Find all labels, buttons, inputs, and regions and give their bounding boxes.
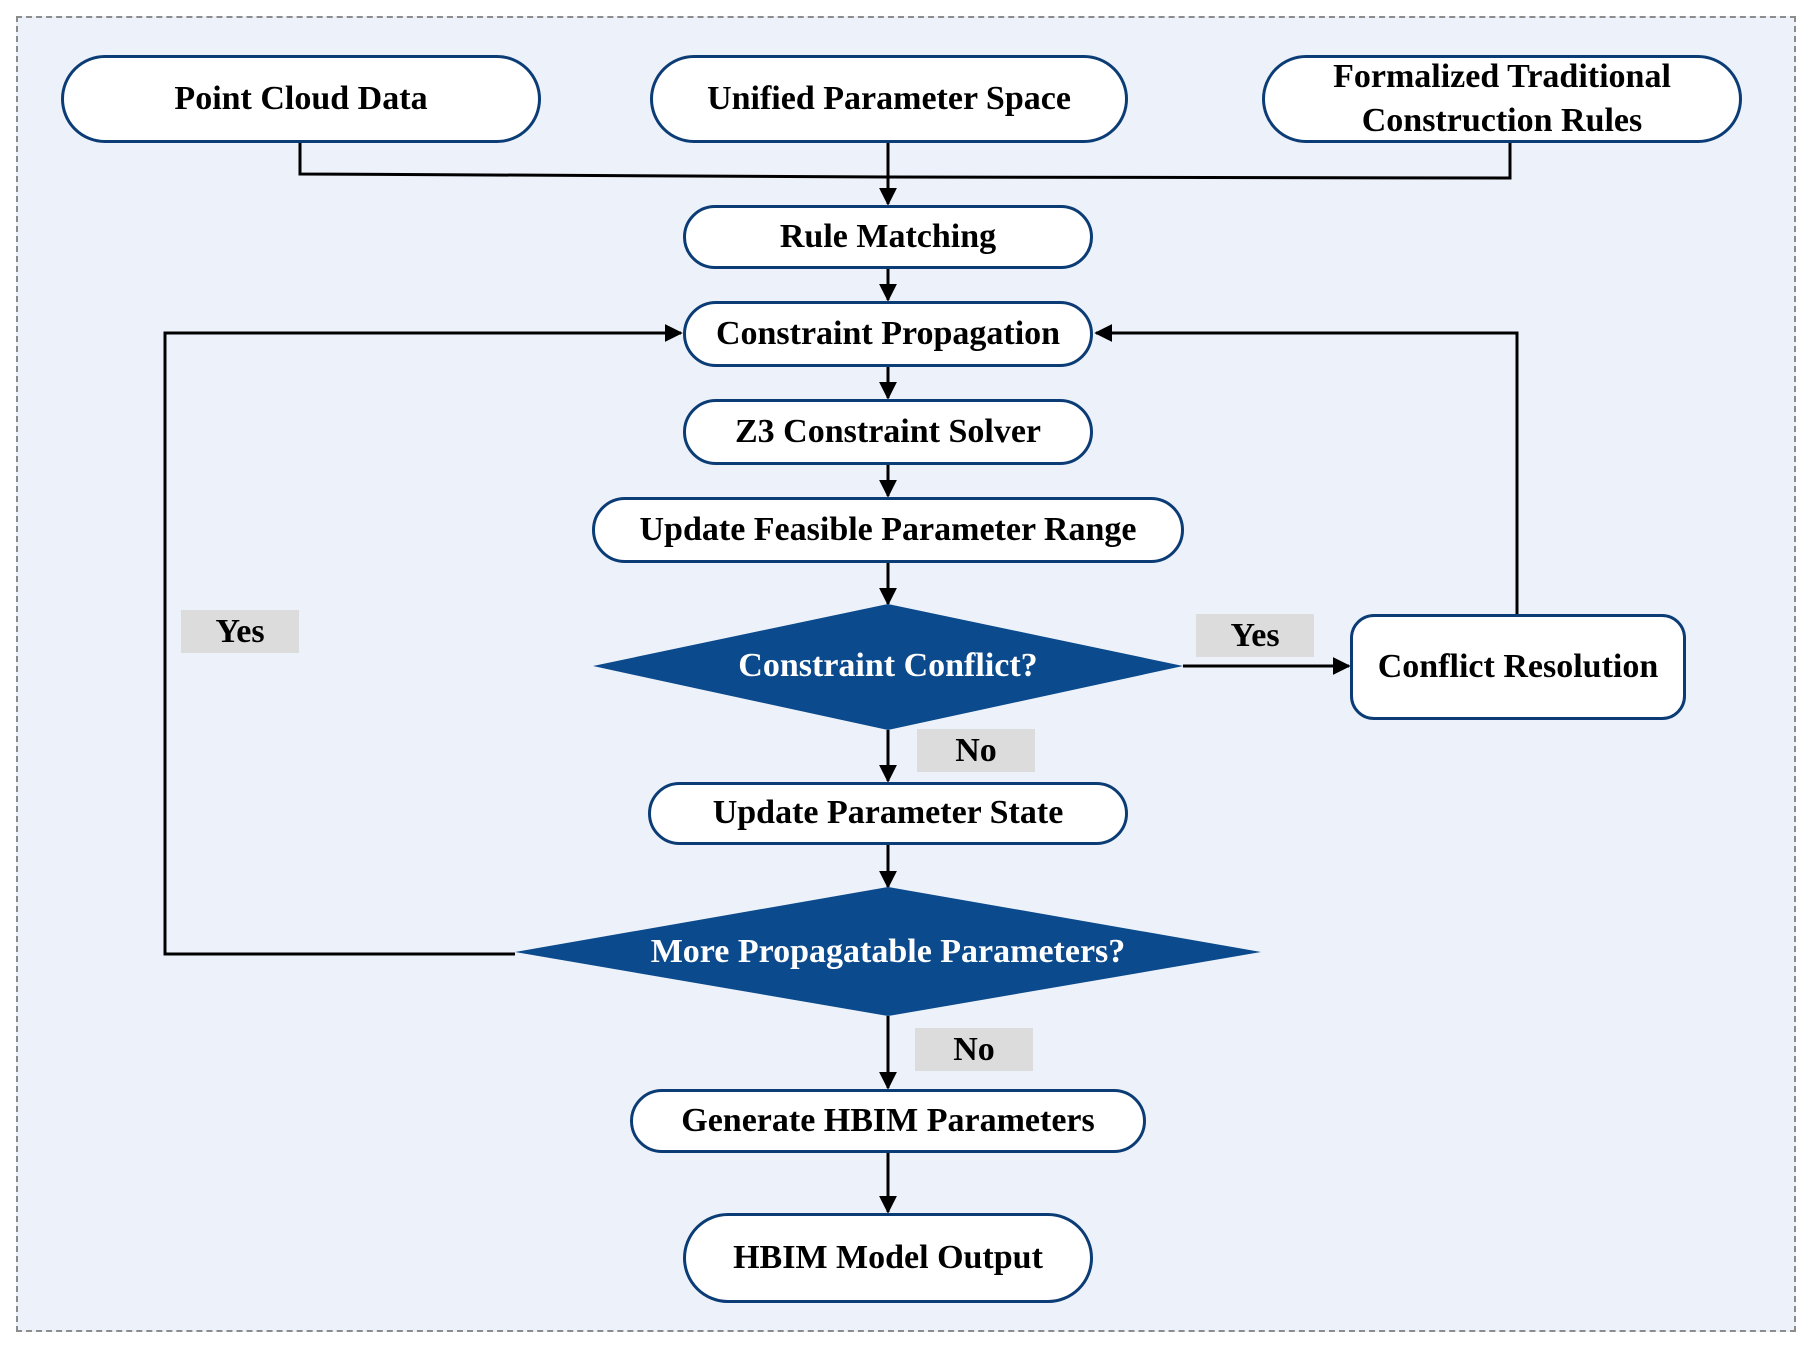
edge-label-conflict-yes: Yes bbox=[1196, 614, 1314, 657]
edge-label-conflict-no: No bbox=[917, 729, 1035, 772]
node-formalized-rules: Formalized Traditional Construction Rule… bbox=[1262, 55, 1742, 143]
edge-label-more-yes: Yes bbox=[181, 610, 299, 653]
node-constraint-propagation: Constraint Propagation bbox=[683, 301, 1093, 367]
edge-rules bbox=[887, 142, 1512, 180]
edge-resolution-loop bbox=[1094, 324, 1519, 614]
node-update-feasible-range: Update Feasible Parameter Range bbox=[592, 497, 1184, 563]
node-conflict-resolution: Conflict Resolution bbox=[1350, 614, 1686, 720]
decision-label-conflict: Constraint Conflict? bbox=[738, 647, 1038, 684]
decision-diamond-conflict bbox=[593, 604, 1183, 730]
decision-diamond-more-params bbox=[515, 887, 1261, 1016]
node-point-cloud-data: Point Cloud Data bbox=[61, 55, 541, 143]
node-update-parameter-state: Update Parameter State bbox=[648, 782, 1128, 845]
node-unified-parameter-space: Unified Parameter Space bbox=[650, 55, 1128, 143]
node-z3-constraint-solver: Z3 Constraint Solver bbox=[683, 399, 1093, 465]
edge-label-more-no: No bbox=[915, 1028, 1033, 1071]
decision-label-more-params: More Propagatable Parameters? bbox=[650, 933, 1126, 970]
edge-point-cloud bbox=[298, 142, 889, 179]
rules-label-line1: Formalized Traditional bbox=[1333, 57, 1671, 95]
node-hbim-model-output: HBIM Model Output bbox=[683, 1213, 1093, 1303]
node-generate-hbim-parameters: Generate HBIM Parameters bbox=[630, 1089, 1146, 1153]
node-rule-matching: Rule Matching bbox=[683, 205, 1093, 269]
rules-label-line2: Construction Rules bbox=[1361, 102, 1643, 139]
edge-more-yes-loop bbox=[163, 324, 683, 956]
